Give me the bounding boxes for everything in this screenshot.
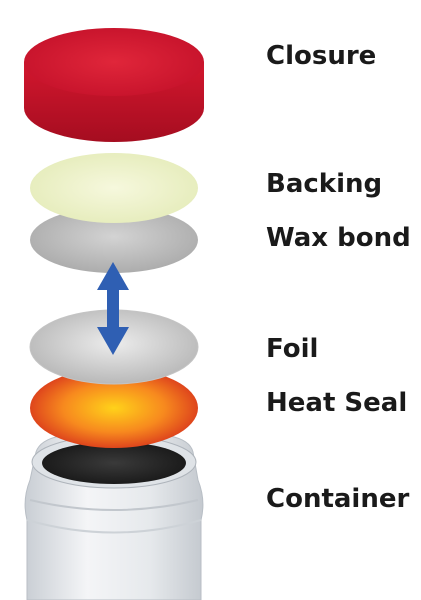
container-layer xyxy=(24,435,204,600)
heat-seal-layer xyxy=(30,368,198,448)
label-closure: Closure xyxy=(266,41,377,71)
container-ridge xyxy=(29,499,199,511)
closure-layer xyxy=(24,28,204,142)
container-mouth xyxy=(42,442,186,484)
container-ridge xyxy=(26,519,202,534)
label-wax-bond: Wax bond xyxy=(266,223,411,253)
label-heat-seal: Heat Seal xyxy=(266,388,408,418)
backing-layer xyxy=(30,153,198,223)
label-container: Container xyxy=(266,484,410,514)
double-arrow-icon xyxy=(97,262,129,355)
closure-top xyxy=(24,28,204,96)
wax-bond-layer xyxy=(30,207,198,273)
label-backing: Backing xyxy=(266,169,383,199)
label-foil: Foil xyxy=(266,334,319,364)
